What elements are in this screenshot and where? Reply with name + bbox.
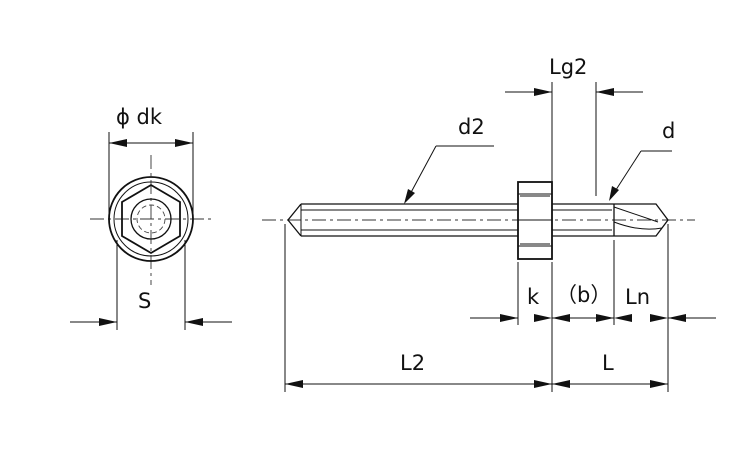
l2-label: L2 <box>400 351 425 375</box>
d-label: d <box>662 119 675 143</box>
dk-label: ϕ dk <box>116 105 163 129</box>
side-view <box>262 82 716 392</box>
k-label: k <box>527 285 540 309</box>
b-label: （b） <box>556 283 611 307</box>
end-view <box>70 132 232 330</box>
s-label: S <box>138 289 151 313</box>
ln-label: Ln <box>625 285 650 309</box>
lg2-label: Lg2 <box>549 55 587 79</box>
l-label: L <box>602 351 614 375</box>
d2-label: d2 <box>458 115 485 139</box>
